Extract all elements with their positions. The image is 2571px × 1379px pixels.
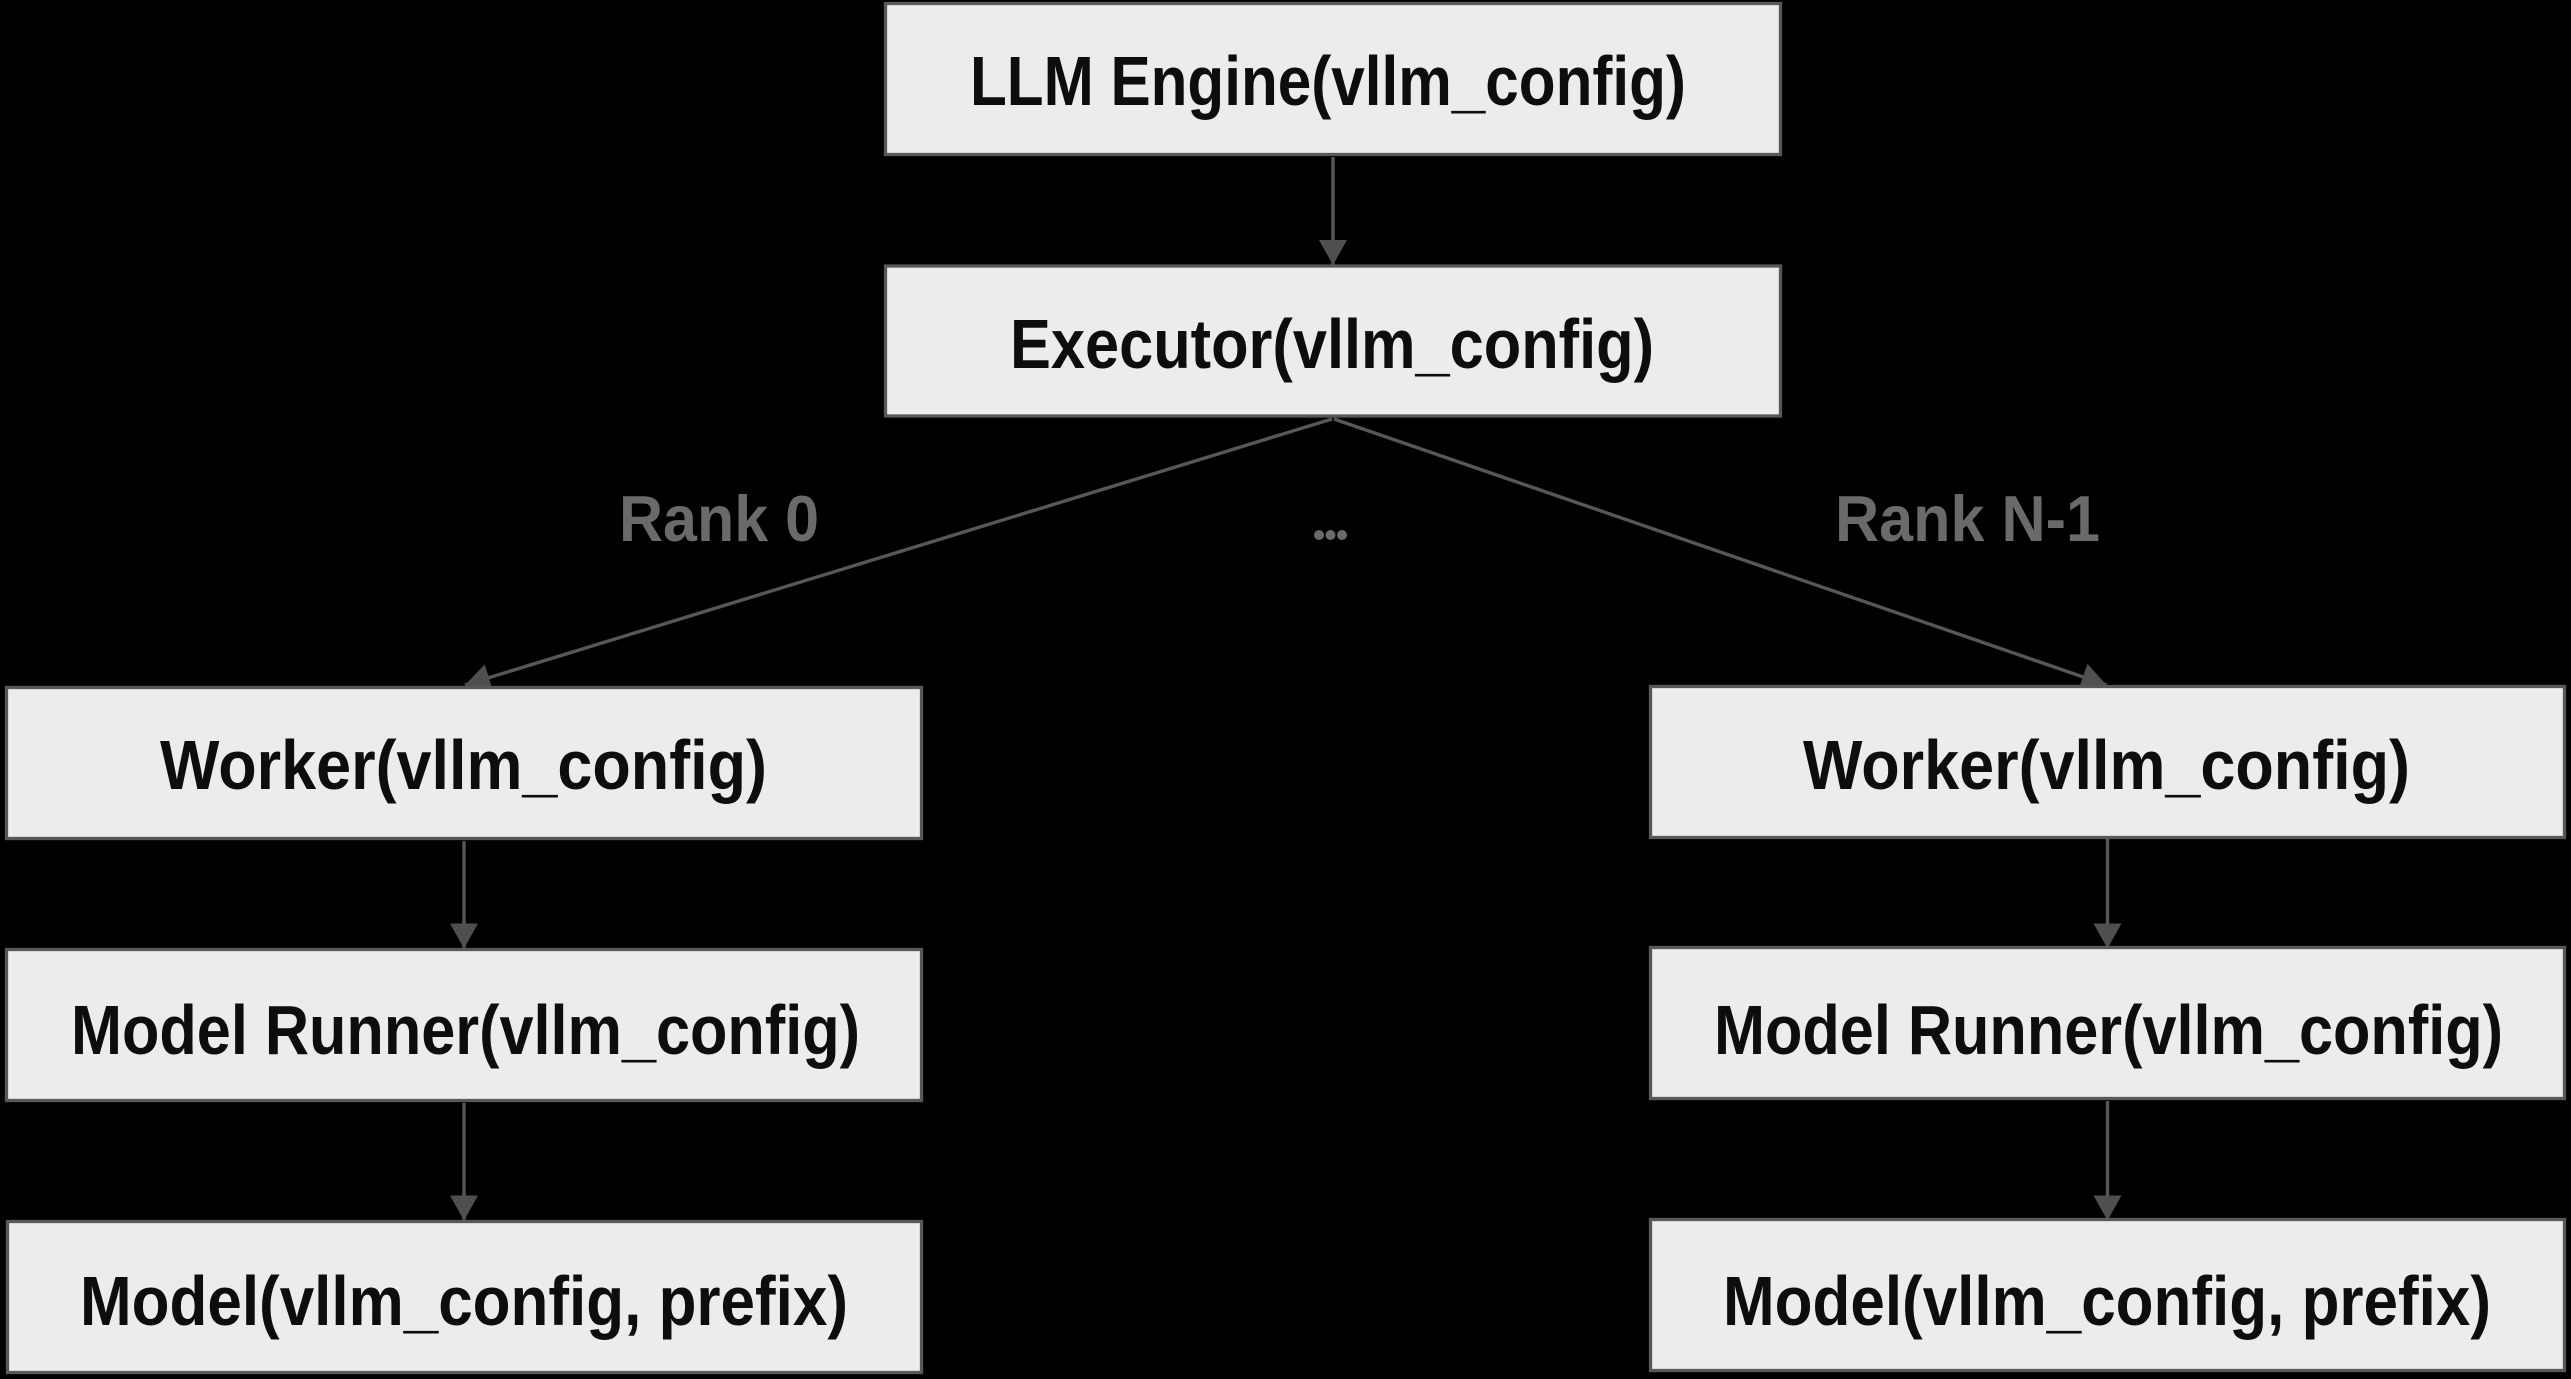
svg-text:LLM Engine(vllm_config): LLM Engine(vllm_config)	[970, 42, 1686, 120]
svg-text:Rank N-1: Rank N-1	[1835, 482, 2100, 555]
svg-text:Worker(vllm_config): Worker(vllm_config)	[1803, 726, 2410, 804]
svg-text:Model Runner(vllm_config): Model Runner(vllm_config)	[1714, 991, 2503, 1069]
svg-text:Worker(vllm_config): Worker(vllm_config)	[160, 726, 767, 804]
svg-text:Model(vllm_config, prefix): Model(vllm_config, prefix)	[80, 1262, 848, 1340]
svg-text:Model(vllm_config, prefix): Model(vllm_config, prefix)	[1723, 1262, 2491, 1340]
svg-text:Rank 0: Rank 0	[619, 482, 819, 555]
svg-text:Executor(vllm_config): Executor(vllm_config)	[1010, 305, 1654, 383]
svg-text:Model Runner(vllm_config): Model Runner(vllm_config)	[71, 991, 860, 1069]
